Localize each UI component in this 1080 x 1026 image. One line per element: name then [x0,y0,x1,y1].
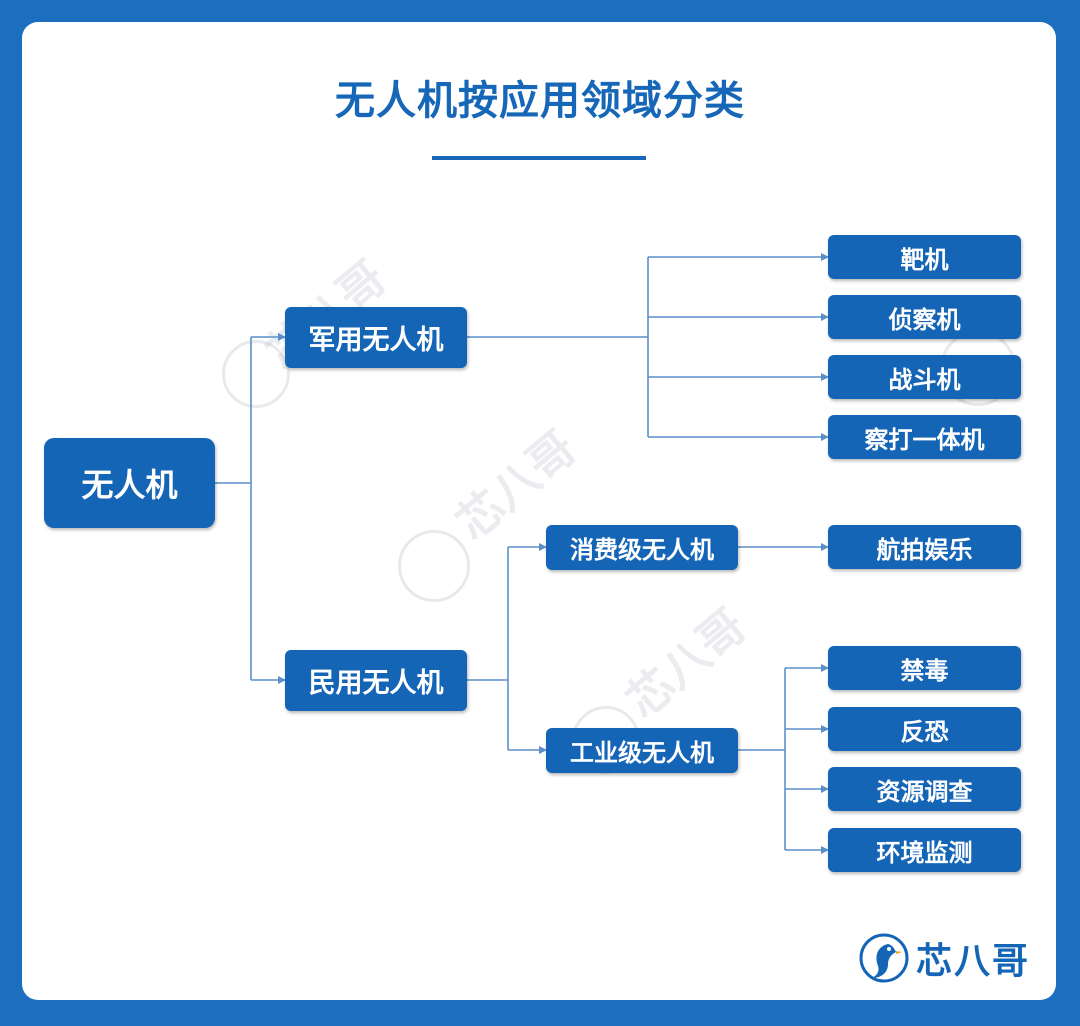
node-industrial-resource: 资源调查 [828,767,1021,811]
node-root: 无人机 [44,438,215,528]
node-industrial-environment: 环境监测 [828,828,1021,872]
node-consumer-aerial: 航拍娱乐 [828,525,1021,569]
brand-name: 芯八哥 [916,941,1031,982]
node-military-recon: 侦察机 [828,295,1021,339]
brand-logo: 芯八哥 [858,928,1030,988]
node-military-fighter: 战斗机 [828,355,1021,399]
node-industrial-antiterror: 反恐 [828,707,1021,751]
node-military-target: 靶机 [828,235,1021,279]
bird-logo-icon [859,933,909,983]
node-industrial: 工业级无人机 [546,728,738,773]
diagram-title: 无人机按应用领域分类 [335,78,745,124]
title-underline [432,156,646,160]
node-military-strike-recon: 察打一体机 [828,415,1021,459]
node-civil: 民用无人机 [285,650,467,711]
node-military: 军用无人机 [285,307,467,368]
node-industrial-antidrug: 禁毒 [828,646,1021,690]
node-consumer: 消费级无人机 [546,525,738,570]
